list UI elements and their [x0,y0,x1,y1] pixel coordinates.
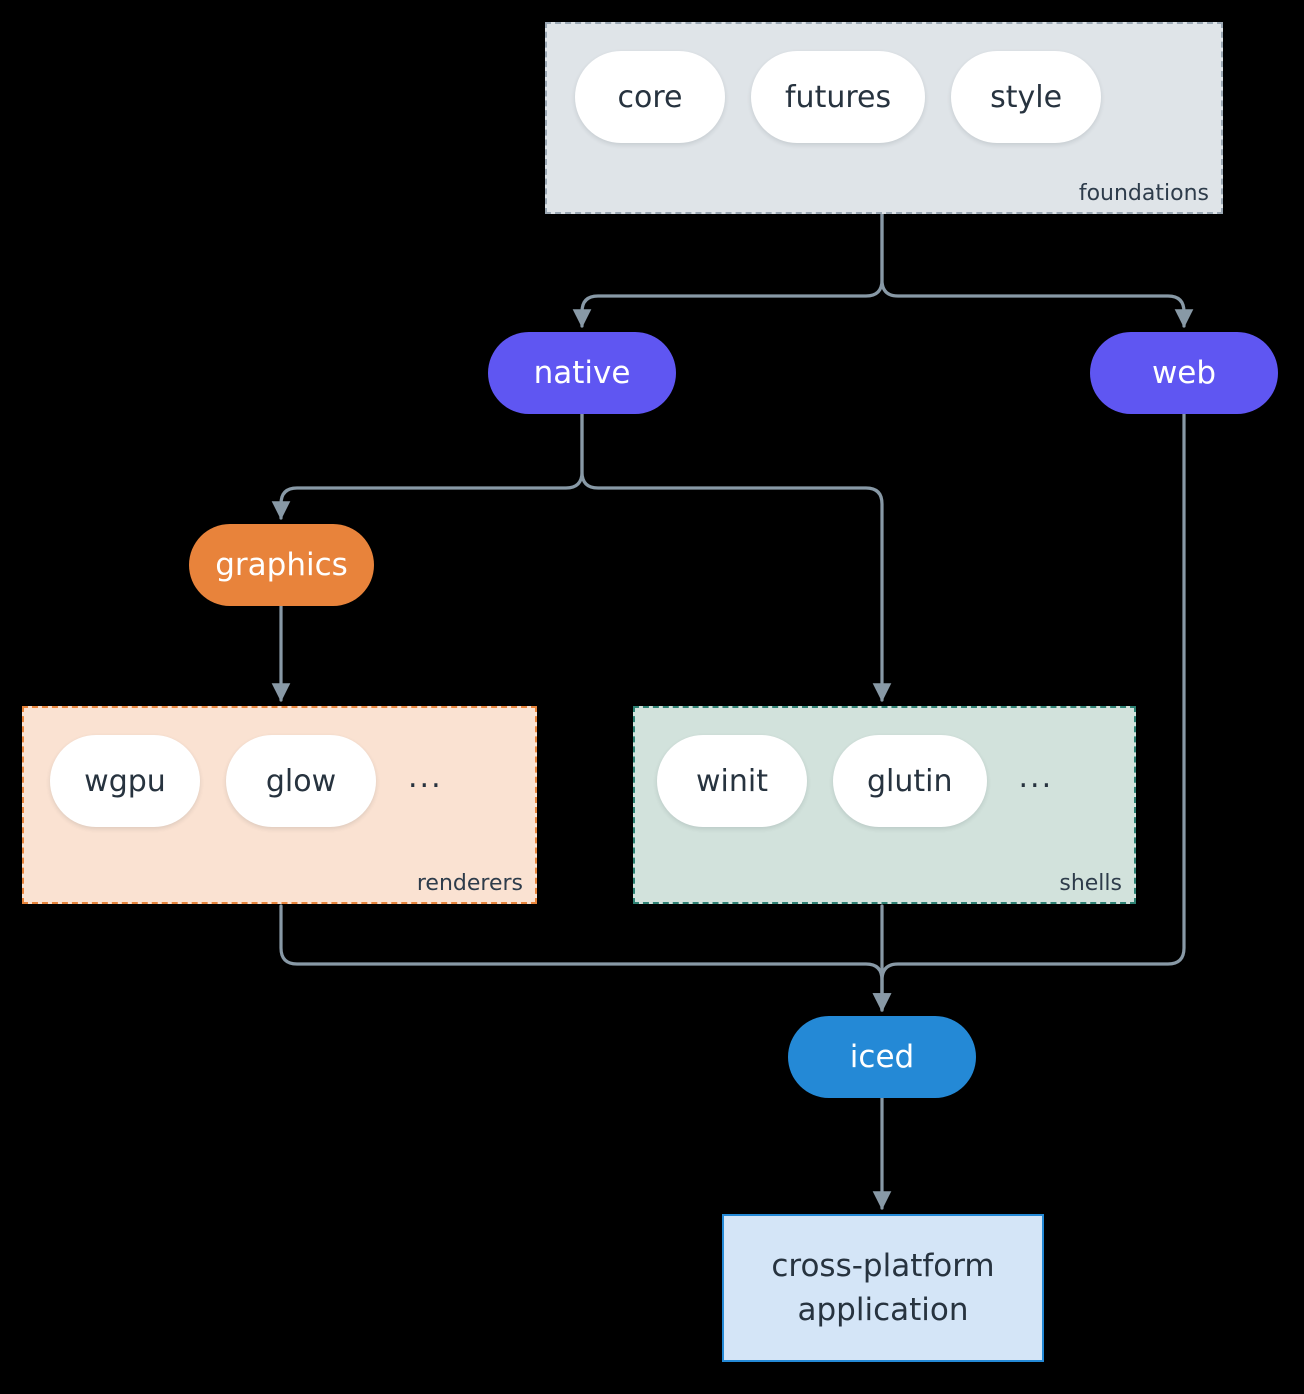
shells-chip-row: winit glutin ... [657,735,1059,827]
node-graphics[interactable]: graphics [189,524,374,606]
edge-foundations-to-web [880,212,1194,328]
edge-native-to-graphics [271,412,584,520]
chip-glutin[interactable]: glutin [833,735,987,827]
chip-style[interactable]: style [951,51,1102,143]
node-iced[interactable]: iced [788,1016,976,1098]
group-renderers: wgpu glow ... renderers [22,706,537,904]
renderers-more-ellipsis: ... [408,760,443,795]
edge-renderers-to-iced [279,904,892,1012]
application-label-line2: application [797,1292,969,1328]
chip-wgpu[interactable]: wgpu [50,735,200,827]
chip-futures[interactable]: futures [751,51,926,143]
chip-winit[interactable]: winit [657,735,807,827]
node-iced-label: iced [849,1039,915,1075]
application-label-line1: cross-platform [771,1247,995,1284]
foundations-chip-row: core futures style [575,51,1102,143]
node-web[interactable]: web [1090,332,1278,414]
chip-core[interactable]: core [575,51,725,143]
node-graphics-label: graphics [215,547,348,583]
group-foundations: core futures style foundations [545,22,1223,214]
chip-glow[interactable]: glow [226,735,376,827]
shells-more-ellipsis: ... [1018,760,1054,795]
group-label-foundations: foundations [1078,181,1209,206]
edge-native-to-shells [580,412,892,702]
group-shells: winit glutin ... shells [633,706,1136,904]
node-cross-platform-application[interactable]: cross-platform application [722,1214,1044,1362]
group-label-shells: shells [1059,871,1122,896]
node-native-label: native [533,355,631,391]
node-web-label: web [1151,355,1217,391]
group-label-renderers: renderers [416,871,523,896]
edge-foundations-to-native [572,212,884,328]
node-native[interactable]: native [488,332,676,414]
renderers-chip-row: wgpu glow ... [50,735,449,827]
